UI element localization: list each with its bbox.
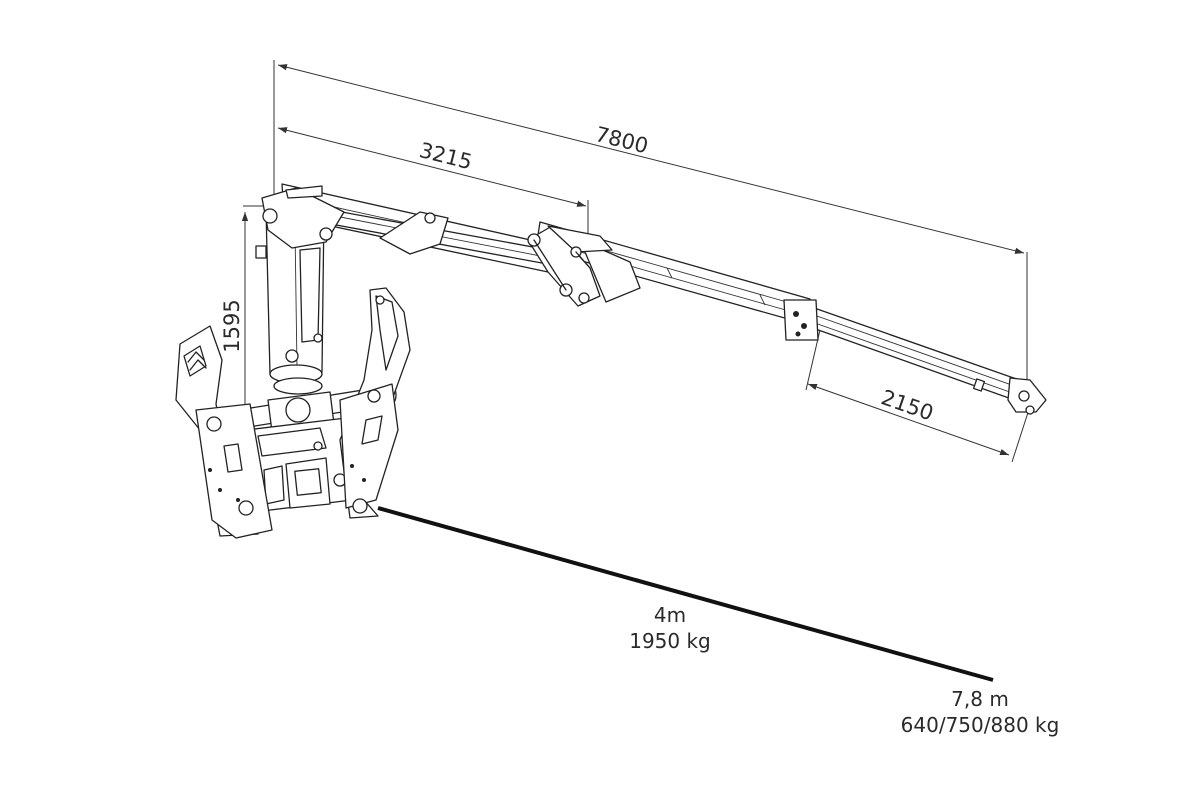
main-boom [281, 183, 561, 273]
reach-scale-line [377, 506, 994, 682]
crane-column [255, 185, 345, 395]
far-load-label: 640/750/880 kg [901, 713, 1060, 737]
dim-label-3215: 3215 [417, 138, 475, 174]
dimension-1595: 1595 [220, 205, 264, 430]
far-reach-label: 7,8 m [951, 687, 1009, 711]
near-load-label: 1950 kg [629, 629, 711, 653]
extension-boom [795, 302, 1047, 415]
reach-scale: 4m 1950 kg 7,8 m 640/750/880 kg [377, 506, 1060, 737]
right-stabilizer-leg [339, 287, 411, 519]
dim-label-7800: 7800 [593, 122, 651, 158]
boom-knuckle [527, 225, 641, 307]
near-reach-label: 4m [654, 603, 686, 627]
left-stabilizer-leg [175, 325, 273, 539]
dim-label-1595: 1595 [220, 299, 244, 352]
